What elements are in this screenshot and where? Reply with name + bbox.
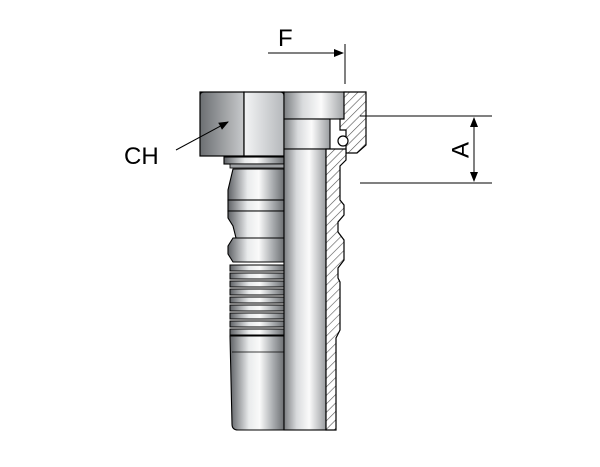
serrations [229, 264, 285, 336]
dimension-f: F [268, 25, 346, 84]
leader-ch: CH [124, 121, 229, 170]
bore [283, 91, 347, 431]
label-ch: CH [124, 143, 159, 170]
label-f: F [278, 25, 293, 52]
hex-nut [199, 91, 285, 157]
stem-exterior [227, 168, 285, 431]
collar [223, 156, 285, 169]
dimension-a: A [360, 115, 492, 184]
section-hatch [325, 91, 367, 431]
label-a: A [447, 142, 474, 158]
